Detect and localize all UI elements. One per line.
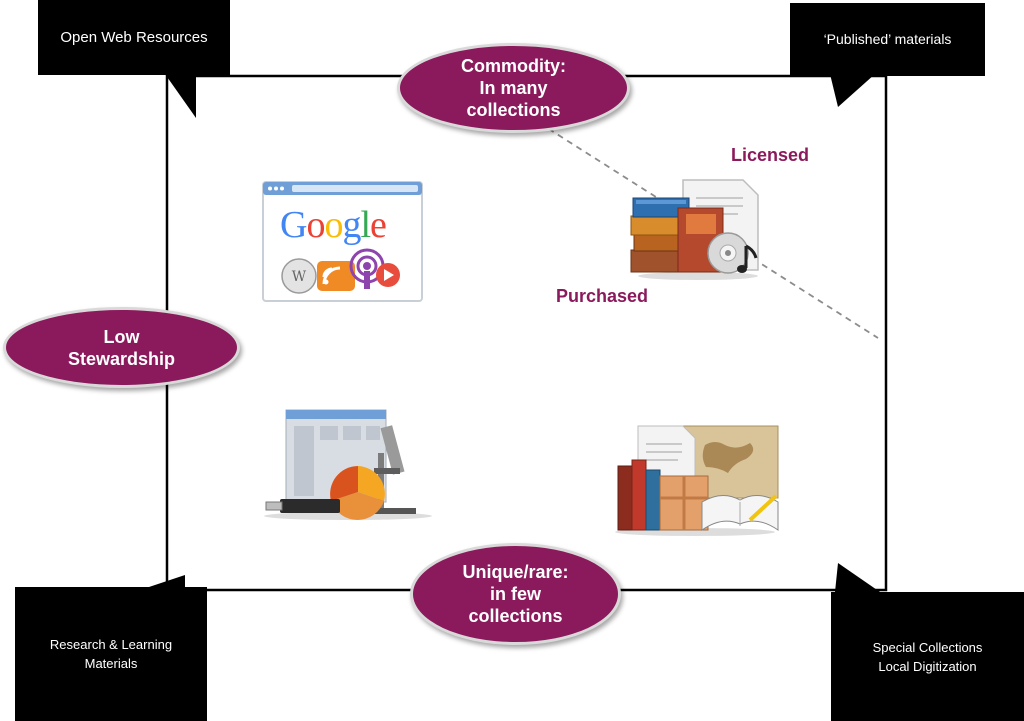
label-purchased: Purchased <box>556 286 649 306</box>
callout-research-learning-materials-text: Research & Learning Materials <box>49 637 173 671</box>
callout-special-collections: Special Collections Local Digitization <box>831 592 1024 721</box>
oval-commodity: Commodity: In many collections <box>397 43 630 133</box>
callout-open-web-resources: Open Web Resources <box>38 0 230 75</box>
google-web-resources-icon: W Google <box>262 181 424 303</box>
microscope-chart-icon <box>264 409 432 520</box>
svg-text:W: W <box>292 269 307 285</box>
licensed-purchased-divider <box>529 116 879 339</box>
callout-research-learning-materials: Research & Learning Materials <box>15 587 207 721</box>
oval-unique-rare-text: Unique/rare: in few collections <box>462 562 569 626</box>
oval-low-stewardship: Low Stewardship <box>3 307 240 388</box>
callout-special-collections-text: Special Collections Local Digitization <box>872 639 983 674</box>
oval-low-stewardship-text: Low Stewardship <box>67 326 176 369</box>
callout-published-materials-text: ‘Published’ materials <box>823 31 952 47</box>
callout-published-materials: ‘Published’ materials <box>790 3 985 76</box>
oval-commodity-text: Commodity: In many collections <box>461 56 566 120</box>
oval-unique-rare: Unique/rare: in few collections <box>410 543 621 645</box>
browser-window-icon: W <box>262 181 423 302</box>
callout-pointer-top-left <box>165 74 196 118</box>
archival-materials-icon <box>610 420 780 536</box>
google-wordmark: Google <box>280 204 387 246</box>
callout-pointer-bottom-right <box>835 563 880 592</box>
research-data-icon <box>258 408 434 520</box>
map-books-icon <box>615 425 779 536</box>
books-and-media-icon <box>628 178 768 280</box>
callout-pointer-top-right <box>830 74 875 107</box>
books-cd-icon <box>630 179 759 280</box>
label-licensed: Licensed <box>731 145 810 165</box>
callout-open-web-resources-text: Open Web Resources <box>60 29 208 46</box>
